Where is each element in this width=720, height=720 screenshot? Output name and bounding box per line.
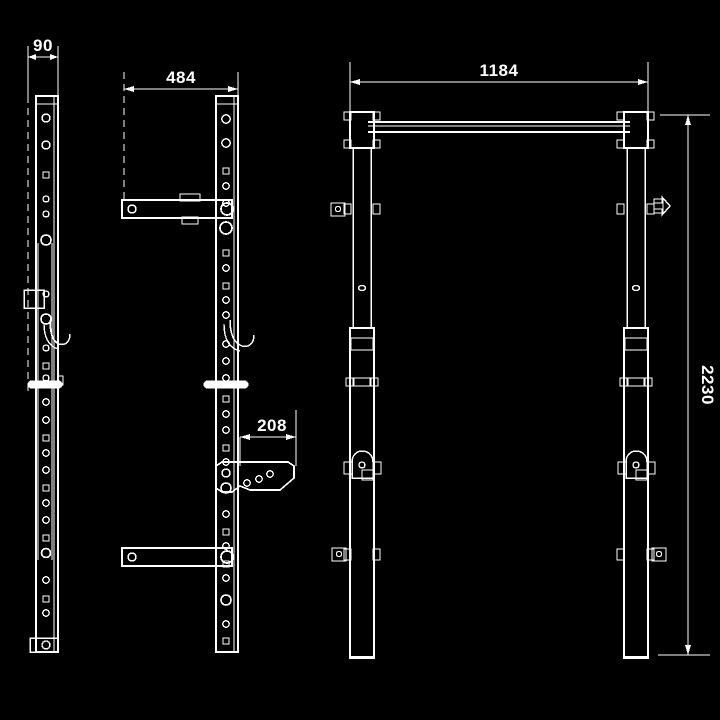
front-view-right-lower-mount	[616, 547, 667, 562]
front-view-left-wall-bracket	[330, 202, 346, 217]
left-view-j-hook	[43, 319, 71, 350]
front-elevation-view	[330, 111, 671, 659]
dimension-208	[239, 410, 297, 466]
left-view-mid-mount-pin	[27, 380, 63, 389]
dimension-1184	[349, 62, 649, 112]
side-view-j-hook	[223, 319, 255, 352]
left-view-hole-column	[40, 113, 52, 617]
front-view-left-lower-mount	[331, 547, 381, 562]
dimension-label-2230: 2230	[698, 365, 717, 405]
left-side-view	[23, 95, 71, 653]
front-view-left-post	[330, 111, 382, 659]
front-view-right-j-hook	[653, 195, 671, 217]
left-view-construction-lines	[27, 72, 59, 395]
dimension-label-90: 90	[33, 36, 53, 55]
side-view-hole-column	[219, 114, 233, 645]
left-view-rear-rail	[37, 243, 53, 560]
front-view-right-splice	[619, 337, 653, 387]
side-view-mid-mount-pin	[203, 380, 249, 389]
side-view-upper-arm	[121, 193, 234, 225]
side-view-lower-arm	[121, 547, 234, 567]
front-view-crossbar	[368, 121, 630, 133]
dimension-label-1184: 1184	[480, 61, 519, 80]
dimension-2230	[658, 114, 710, 656]
front-view-left-splice	[345, 337, 379, 387]
dimension-484	[123, 72, 239, 200]
front-view-right-post	[616, 111, 671, 659]
front-view-left-j-hook-bracket	[343, 450, 382, 481]
side-view-with-arms	[121, 95, 295, 653]
left-view-wall-bracket-upper	[23, 289, 45, 309]
dimension-label-208: 208	[257, 416, 287, 435]
dimension-label-484: 484	[166, 68, 196, 87]
front-view-right-j-hook-bracket	[617, 450, 656, 481]
side-view-spotter-arm	[215, 461, 295, 493]
